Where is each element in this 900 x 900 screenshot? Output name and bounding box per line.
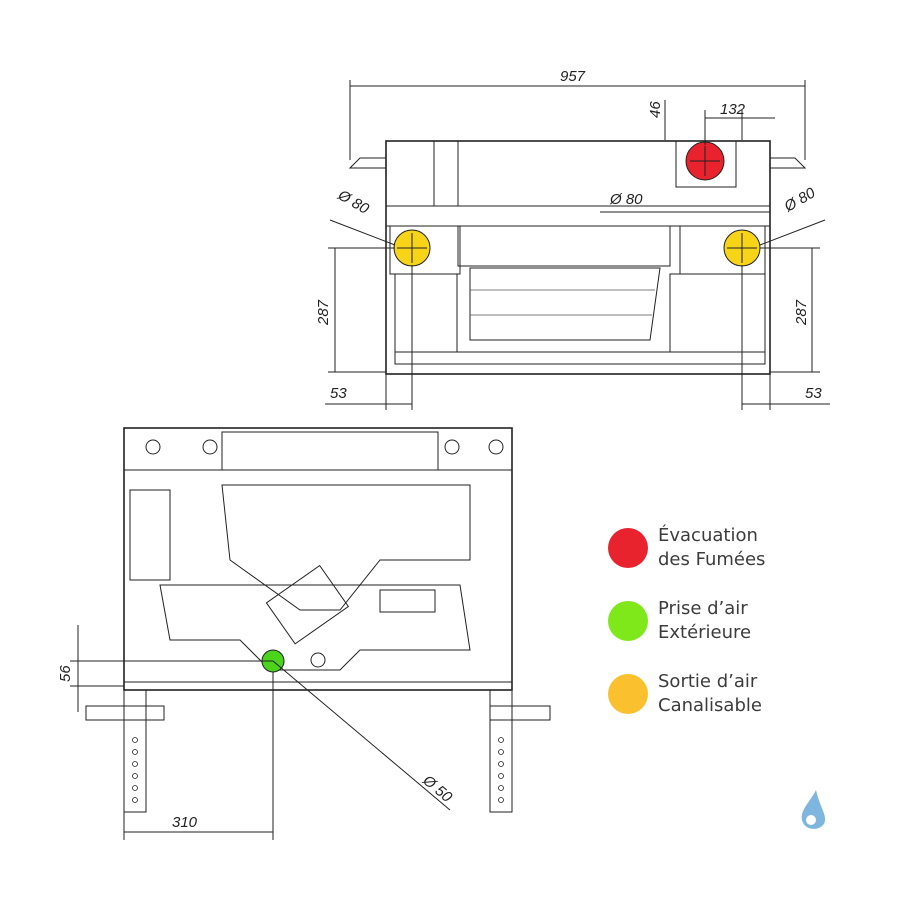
dim-center-diameter: Ø 80 <box>609 191 643 208</box>
dim-total-width: 957 <box>560 68 586 85</box>
left-bracket <box>348 157 386 169</box>
dim-intake-offset: 310 <box>172 814 198 831</box>
red-dot-icon <box>608 528 648 568</box>
front-top-panel <box>221 431 439 471</box>
top-view: 957 132 46 Ø 80 Ø 80 Ø 80 287 287 53 53 <box>315 68 830 410</box>
front-fitting <box>310 652 326 668</box>
front-view: 56 Ø 50 310 <box>57 427 551 840</box>
left-bracket-foot <box>85 705 165 721</box>
front-hole <box>202 439 218 455</box>
front-motor <box>265 564 350 645</box>
front-hole <box>488 439 504 455</box>
dim-intake-height: 56 <box>57 665 74 682</box>
legend-label: des Fumées <box>658 549 766 570</box>
front-lower-body <box>159 584 471 671</box>
legend-label: Sortie d’air <box>658 671 758 692</box>
dim-flue-spacing: 132 <box>720 101 746 118</box>
top-left-panel <box>394 273 458 353</box>
flue-box <box>675 140 737 188</box>
top-base <box>394 351 766 365</box>
legend-item-flue: Évacuation des Fumées <box>608 524 765 572</box>
top-panel <box>433 140 459 207</box>
dim-flue-offset: 46 <box>647 101 664 118</box>
dim-right-diameter: Ø 80 <box>781 184 819 216</box>
dim-right-offset: 53 <box>805 385 822 402</box>
drop-logo-icon <box>801 790 826 829</box>
legend-label: Évacuation <box>658 525 758 546</box>
right-leg <box>489 689 513 813</box>
dim-right-height: 287 <box>793 299 810 326</box>
yellow-dot-icon <box>608 674 648 714</box>
legend-label: Extérieure <box>658 622 752 643</box>
top-fan-housing <box>469 267 661 341</box>
right-bracket-foot <box>489 705 551 721</box>
dim-left-height: 287 <box>315 299 332 326</box>
front-hole <box>444 439 460 455</box>
dim-left-diameter: Ø 80 <box>334 186 372 218</box>
right-bracket <box>770 157 807 169</box>
front-view-frame <box>123 427 513 691</box>
legend-label: Prise d’air <box>658 598 748 619</box>
top-right-panel <box>669 273 766 353</box>
front-hole <box>145 439 161 455</box>
left-leg <box>123 689 147 813</box>
front-hopper <box>221 484 471 611</box>
front-grille <box>379 589 436 613</box>
dim-intake-diameter: Ø 50 <box>419 771 456 806</box>
top-rail <box>385 205 771 227</box>
legend-label: Canalisable <box>658 695 762 716</box>
top-view-frame <box>385 140 771 375</box>
top-center-box <box>457 225 671 267</box>
front-top-band <box>123 427 513 471</box>
front-left-fan <box>129 489 171 581</box>
dim-left-offset: 53 <box>330 385 347 402</box>
green-dot-icon <box>608 601 648 641</box>
